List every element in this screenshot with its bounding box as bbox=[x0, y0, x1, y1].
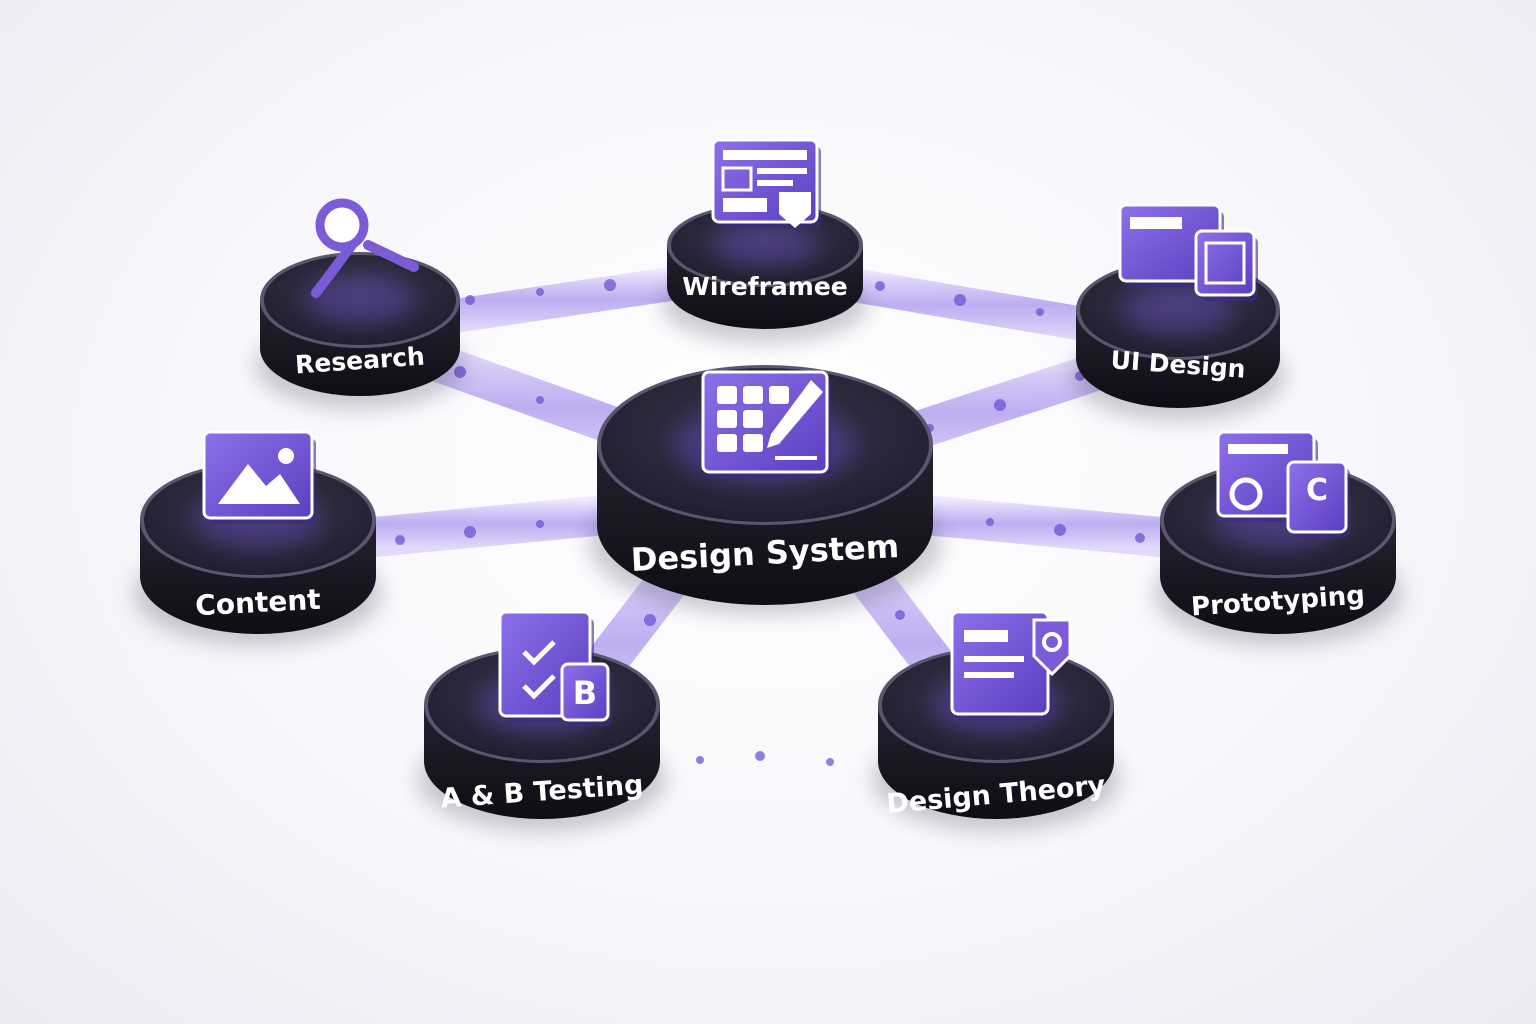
pen-shape bbox=[767, 380, 823, 448]
node-wireframe-label: Wireframee bbox=[682, 272, 847, 301]
theory-shield bbox=[1032, 618, 1072, 677]
wf-line bbox=[757, 180, 793, 186]
node-design-theory[interactable]: Design Theory bbox=[872, 610, 1120, 832]
grid-square bbox=[743, 386, 763, 404]
grid-square bbox=[743, 410, 763, 428]
ui-screen-front-tile bbox=[1194, 229, 1256, 297]
grid-square bbox=[743, 434, 763, 452]
layout-shield-icon bbox=[950, 610, 1072, 720]
wf-bar bbox=[723, 150, 807, 160]
wf-line bbox=[757, 168, 807, 174]
wf-box bbox=[721, 166, 753, 192]
magnifier-icon bbox=[311, 198, 419, 298]
proto-letter: C bbox=[1306, 473, 1328, 508]
grid-square bbox=[769, 386, 789, 404]
node-wireframe[interactable]: Wireframee bbox=[662, 138, 868, 343]
grid-square bbox=[717, 410, 737, 428]
sun-shape bbox=[278, 448, 294, 464]
mountain-shape bbox=[218, 464, 300, 504]
node-ab-testing[interactable]: BA & B Testing bbox=[418, 610, 666, 832]
theory-line bbox=[964, 656, 1024, 662]
ui-frame bbox=[1204, 241, 1246, 285]
check-mark bbox=[522, 674, 556, 700]
prototype-screens-icon: C bbox=[1216, 430, 1350, 538]
grid-square bbox=[717, 386, 737, 404]
theory-shield-ring bbox=[1042, 632, 1062, 652]
node-content[interactable]: Content bbox=[134, 430, 382, 647]
wf-badge bbox=[779, 192, 811, 228]
theory-line bbox=[964, 672, 1014, 678]
magnifier-stand bbox=[363, 240, 419, 272]
check-mark bbox=[522, 640, 556, 666]
node-content-label: Content bbox=[194, 583, 321, 623]
image-icon bbox=[202, 430, 316, 524]
grid-square bbox=[717, 434, 737, 452]
magnifier-lens bbox=[315, 198, 369, 252]
design-system-grid-pen-icon bbox=[701, 370, 831, 478]
node-wireframe-glow bbox=[711, 224, 819, 266]
node-research-glow bbox=[305, 276, 415, 324]
magnifier-handle bbox=[311, 240, 357, 298]
ui-bar bbox=[1130, 217, 1182, 229]
node-ui-design[interactable]: UI Design bbox=[1070, 203, 1286, 421]
node-design-system[interactable]: Design System bbox=[588, 365, 942, 615]
proto-target bbox=[1229, 477, 1263, 511]
content-image-icon-tile bbox=[202, 430, 314, 520]
proto-bar bbox=[1228, 444, 1288, 454]
wireframe-layout-icon bbox=[711, 138, 821, 228]
checklist-b-icon: B bbox=[498, 610, 612, 726]
b-letter: B bbox=[573, 674, 597, 712]
ui-screens-icon bbox=[1118, 203, 1258, 301]
wf-block bbox=[723, 198, 767, 212]
node-research[interactable]: Research bbox=[255, 198, 465, 410]
ab-b-badge-tile bbox=[560, 662, 610, 722]
theory-bar bbox=[964, 630, 1008, 642]
proto-screen-front-tile bbox=[1286, 460, 1348, 534]
